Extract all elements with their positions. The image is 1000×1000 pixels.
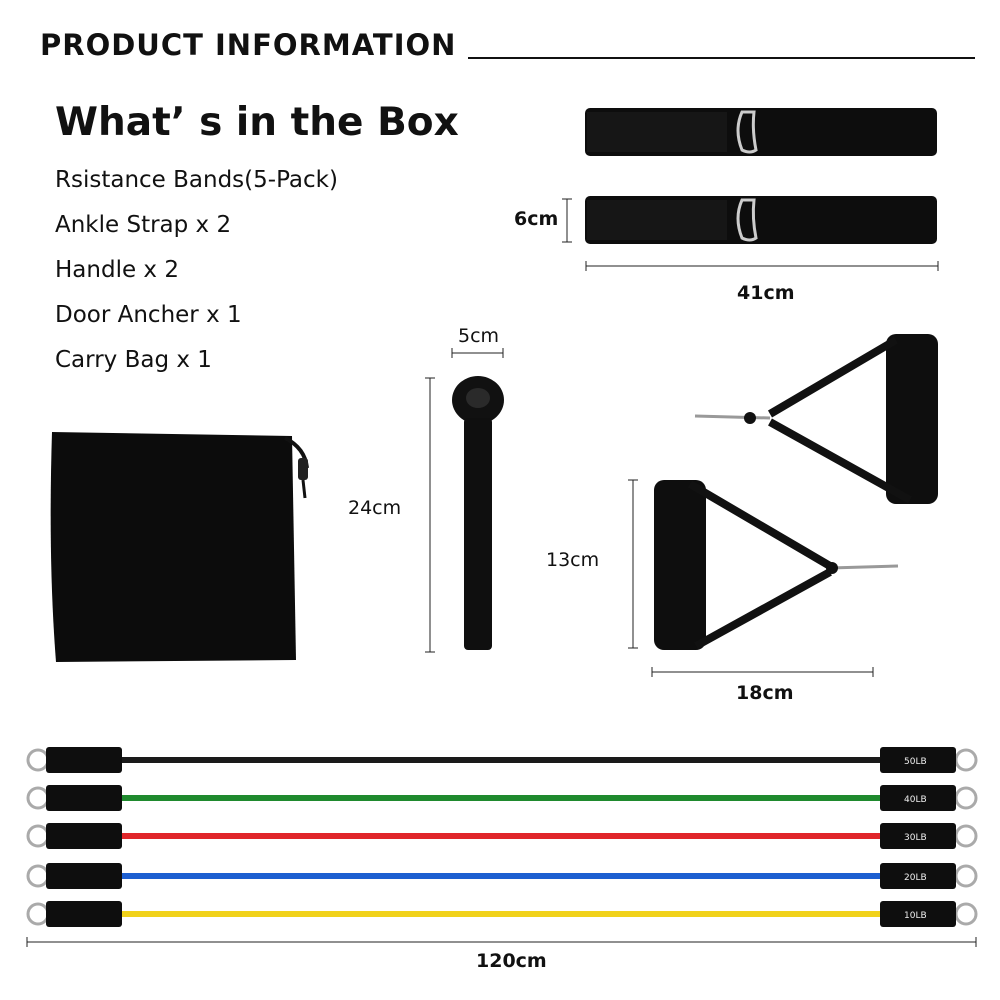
item-door-anchor: Door Ancher x 1 (55, 302, 242, 328)
resistance-band: 30LB (26, 823, 978, 849)
band-label: 50LB (904, 757, 927, 767)
header-divider (468, 57, 975, 59)
resistance-bands: 50LB 40LB 30LB 20LB 10LB (26, 747, 978, 927)
dim-handle-height: 13cm (546, 549, 600, 571)
box-title: What’ s in the Box (55, 100, 459, 145)
band-label: 40LB (904, 795, 927, 805)
resistance-band: 20LB (26, 863, 978, 889)
resistance-band: 10LB (26, 901, 978, 927)
dim-door-anchor-length: 24cm (348, 497, 402, 519)
dim-door-anchor-width: 5cm (458, 325, 500, 347)
ankle-strap-bottom (585, 196, 937, 244)
resistance-band: 50LB (26, 747, 978, 773)
resistance-band: 40LB (26, 785, 978, 811)
handle-bottom (654, 480, 899, 650)
dim-ankle-strap-length: 41cm (737, 282, 795, 304)
dim-band-length: 120cm (476, 950, 547, 972)
dim-handle-width: 18cm (736, 682, 794, 704)
door-anchor (452, 376, 504, 650)
handle-top (694, 334, 938, 504)
item-ankle-strap: Ankle Strap x 2 (55, 212, 232, 238)
dim-ankle-strap-height: 6cm (514, 208, 559, 230)
band-label: 10LB (904, 911, 927, 921)
carry-bag (50, 432, 309, 662)
page-title: PRODUCT INFORMATION (40, 28, 457, 62)
item-handle: Handle x 2 (55, 257, 179, 283)
band-label: 30LB (904, 833, 927, 843)
band-label: 20LB (904, 873, 927, 883)
item-resistance-bands: Rsistance Bands(5-Pack) (55, 167, 338, 193)
item-carry-bag: Carry Bag x 1 (55, 347, 212, 373)
ankle-strap-top (585, 108, 937, 156)
